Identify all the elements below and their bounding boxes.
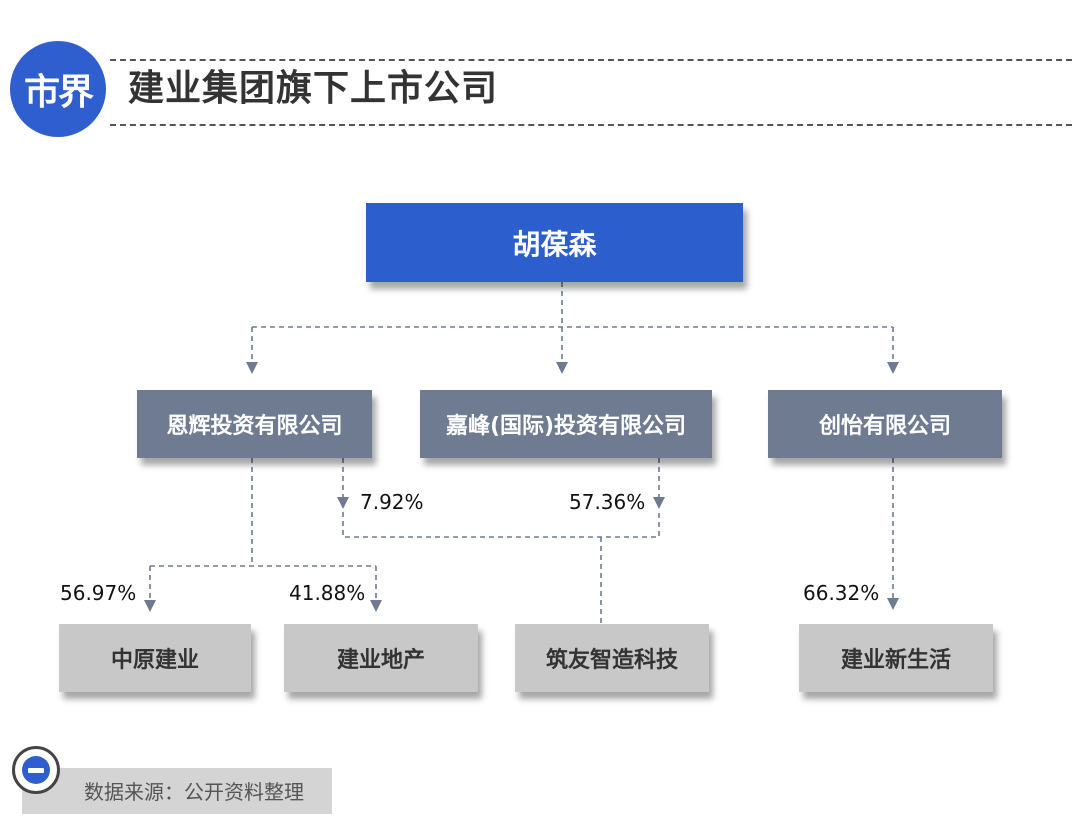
stake-enhui-zhuyou: 7.92% xyxy=(360,490,424,514)
source-minus-icon xyxy=(12,746,60,794)
holding-box-jiafeng: 嘉峰(国际)投资有限公司 xyxy=(420,390,712,458)
brand-logo-text: 市界 xyxy=(23,72,94,113)
holding-name: 嘉峰(国际)投资有限公司 xyxy=(445,414,687,439)
source-note: 数据来源：公开资料整理 xyxy=(84,780,304,804)
holding-box-enhui: 恩辉投资有限公司 xyxy=(137,390,372,458)
company-name: 建业新生活 xyxy=(840,648,951,673)
page-title: 建业集团旗下上市公司 xyxy=(128,68,499,109)
stake-zhongyuan: 56.97% xyxy=(60,581,137,605)
root-person-box: 胡葆森 xyxy=(366,203,743,282)
company-box-dichan: 建业地产 xyxy=(284,624,478,692)
company-box-xinshenghuo: 建业新生活 xyxy=(799,624,993,692)
company-box-zhongyuan: 中原建业 xyxy=(59,624,251,692)
company-name: 筑友智造科技 xyxy=(545,648,678,673)
stake-dichan: 41.88% xyxy=(289,581,366,605)
brand-logo: 市界 xyxy=(10,41,106,137)
company-box-zhuyou: 筑友智造科技 xyxy=(515,624,709,692)
stake-jiafeng-zhuyou: 57.36% xyxy=(569,490,646,514)
connector-zhuyou-join xyxy=(342,512,660,538)
root-person-name: 胡葆森 xyxy=(512,227,597,261)
source-bar xyxy=(22,768,332,814)
header-divider-bottom xyxy=(110,124,1072,126)
company-name: 中原建业 xyxy=(110,648,199,673)
holding-name: 恩辉投资有限公司 xyxy=(166,414,343,439)
company-name: 建业地产 xyxy=(336,648,425,673)
holding-box-chuangyi: 创怡有限公司 xyxy=(768,390,1002,458)
stake-xinshenghuo: 66.32% xyxy=(803,581,880,605)
header-divider-top xyxy=(110,59,1072,61)
holding-name: 创怡有限公司 xyxy=(818,414,951,439)
